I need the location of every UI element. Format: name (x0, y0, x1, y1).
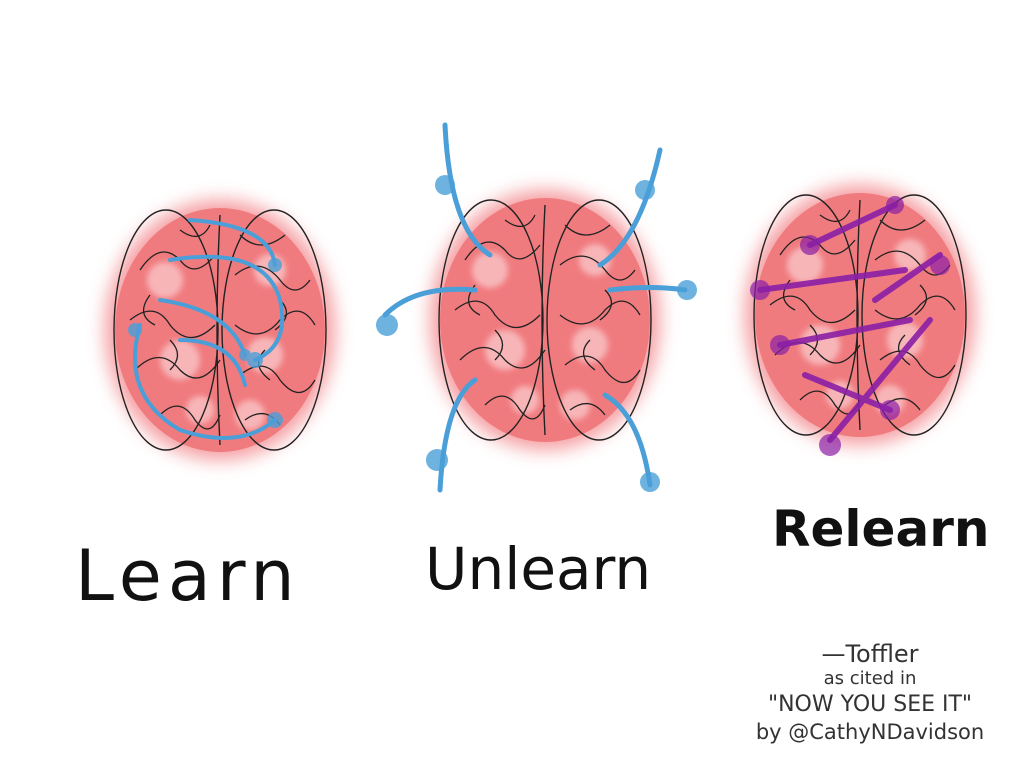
unlearn-label: Unlearn (425, 535, 652, 603)
citation-book: "NOW YOU SEE IT" (767, 692, 973, 717)
citation-author: —Toffler (821, 640, 919, 668)
relearn-arrows (757, 202, 943, 443)
relearn-label: Relearn (772, 500, 990, 558)
citation: —Toffler as cited in "NOW YOU SEE IT" by… (725, 642, 1015, 743)
relearn-brain (745, 185, 975, 456)
learn-brain (105, 200, 335, 460)
citation-cited: as cited in (823, 668, 917, 689)
unlearn-brain (376, 122, 697, 493)
citation-by: by @CathyNDavidson (755, 720, 985, 744)
learn-label: Learn (75, 535, 301, 617)
learn-arrows (133, 218, 285, 440)
